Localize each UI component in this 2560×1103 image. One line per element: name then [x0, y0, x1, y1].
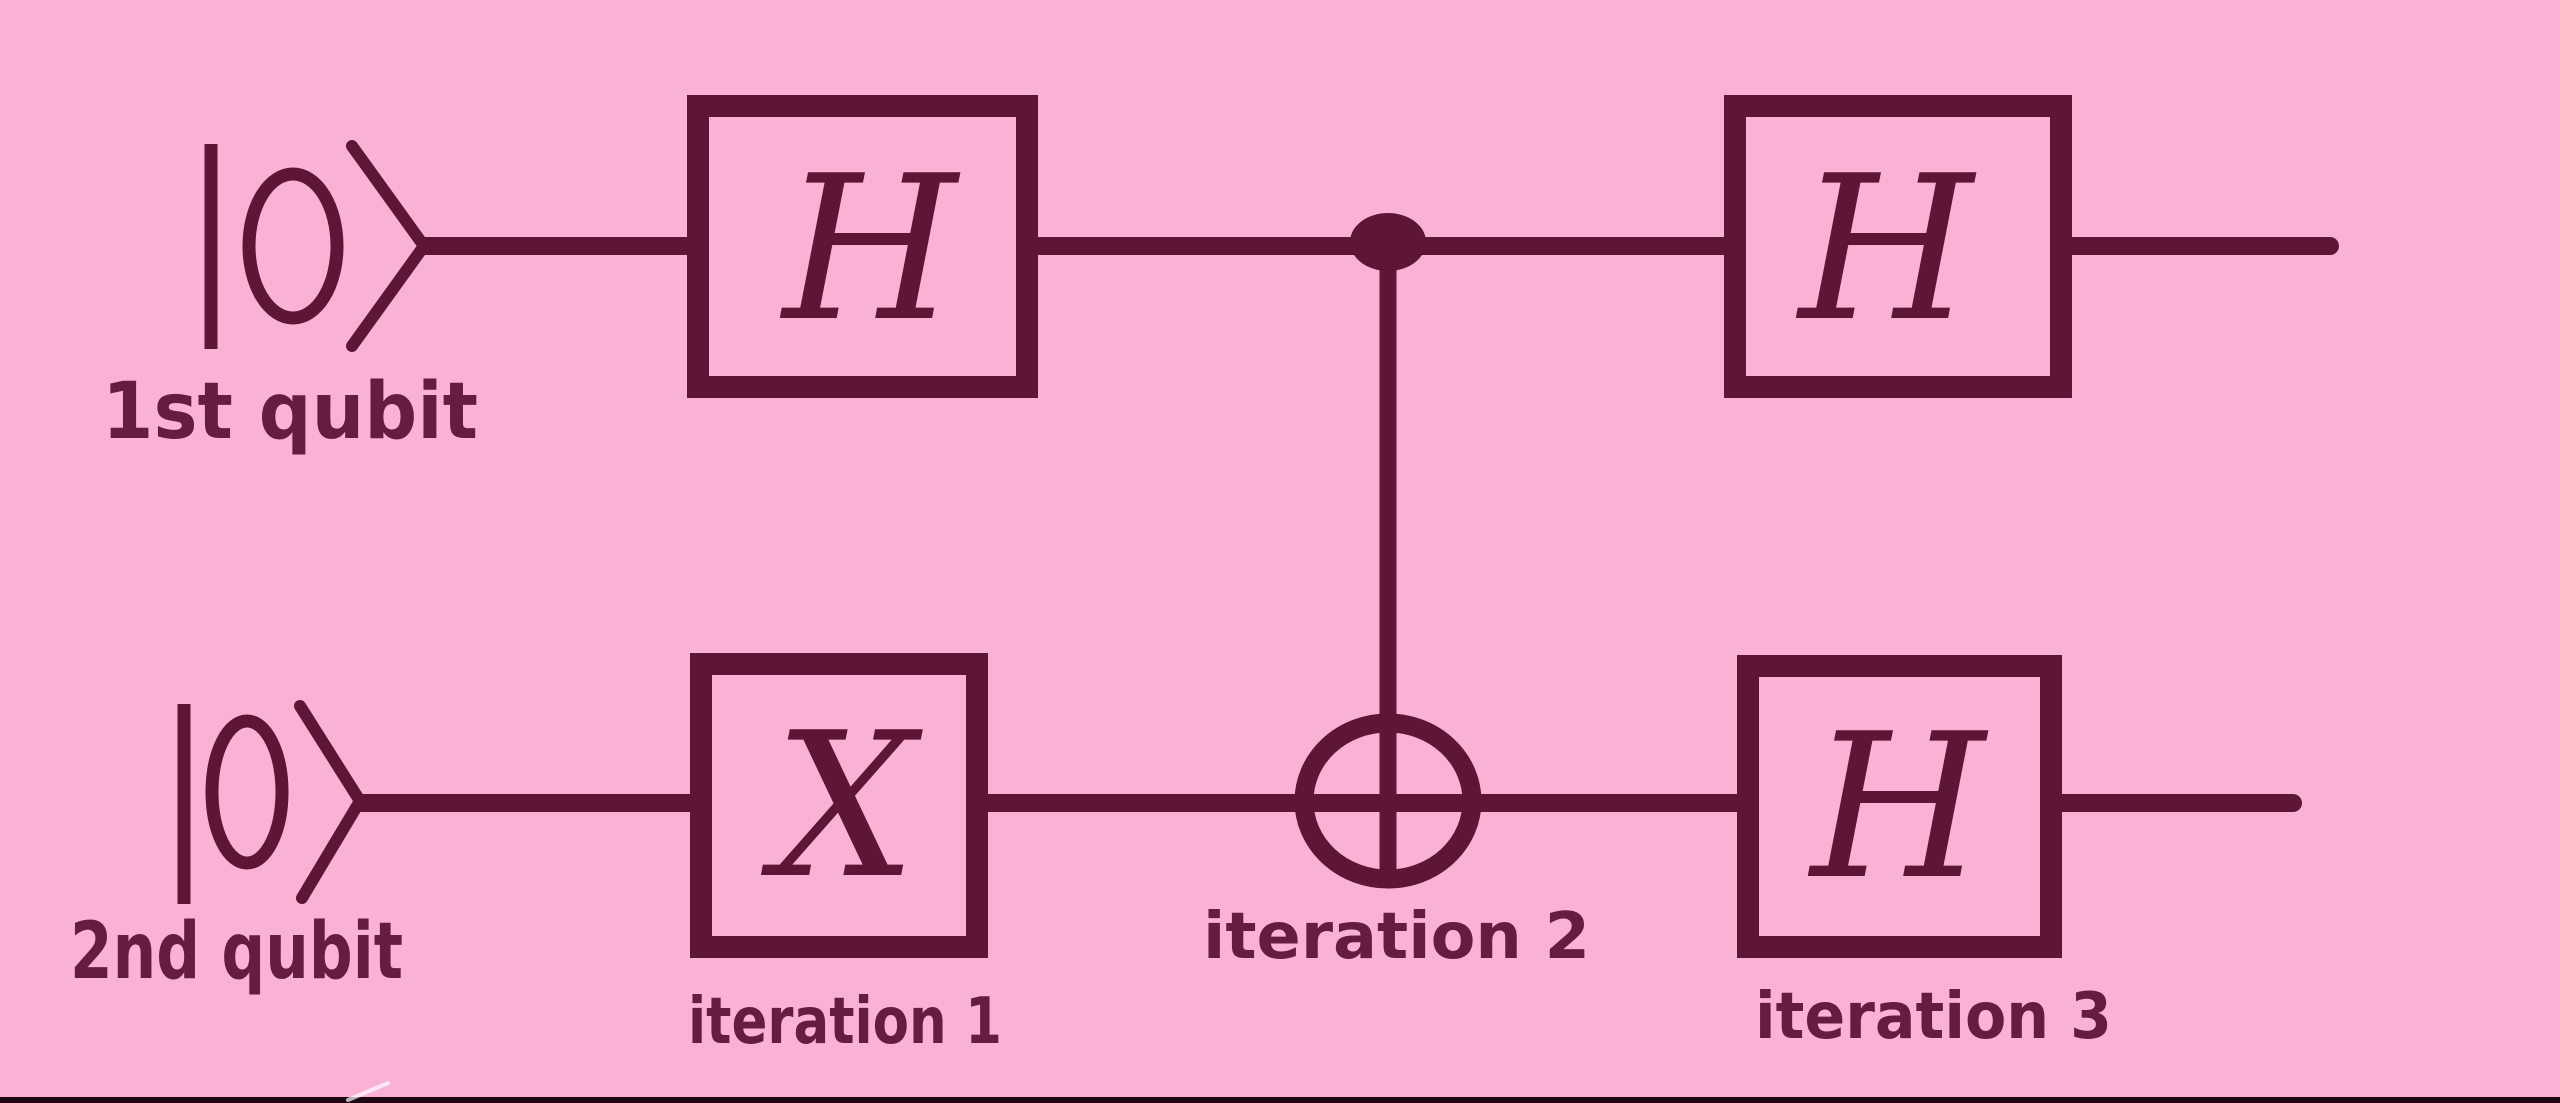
ket-zero-icon: [205, 714, 289, 870]
qubit-2-label: 2nd qubit: [70, 907, 403, 997]
cnot-target-xor-icon: [1294, 713, 1482, 889]
iteration-2-label: iteration 2: [1203, 900, 1590, 974]
ket-zero-icon: [242, 167, 344, 325]
scratch-artifact: [346, 1081, 390, 1102]
qubit-2-row: 2nd qubit X H: [70, 653, 2302, 997]
hadamard-gate-3-box: [1737, 655, 2062, 958]
bottom-border-bar: [0, 1097, 2560, 1103]
x-gate-box: [690, 653, 988, 958]
hadamard-gate-2-symbol: H: [1795, 133, 1977, 366]
qubit-1-row: 1st qubit H H: [102, 95, 2339, 457]
ket-angle-bracket-icon: [294, 700, 368, 904]
iteration-1-label: iteration 1: [688, 985, 1002, 1059]
cnot-control-dot-icon: [1350, 213, 1426, 271]
hadamard-gate-2-box: [1724, 95, 2072, 398]
iteration-annotations: iteration 1 iteration 2 iteration 3: [688, 900, 2112, 1059]
hadamard-gate-3-symbol: H: [1807, 691, 1989, 924]
iteration-3-label: iteration 3: [1755, 980, 2112, 1054]
ket-zero-symbol-qubit-2: [177, 700, 368, 904]
ket-angle-bracket-icon: [346, 140, 432, 352]
cnot-gate: [1294, 213, 1482, 889]
x-gate-symbol: X: [761, 690, 924, 923]
hadamard-gate-1-box: [687, 95, 1038, 398]
qubit-1-label: 1st qubit: [102, 367, 478, 457]
hadamard-gate-1-symbol: H: [779, 133, 961, 366]
ket-zero-symbol-qubit-1: [204, 140, 432, 352]
